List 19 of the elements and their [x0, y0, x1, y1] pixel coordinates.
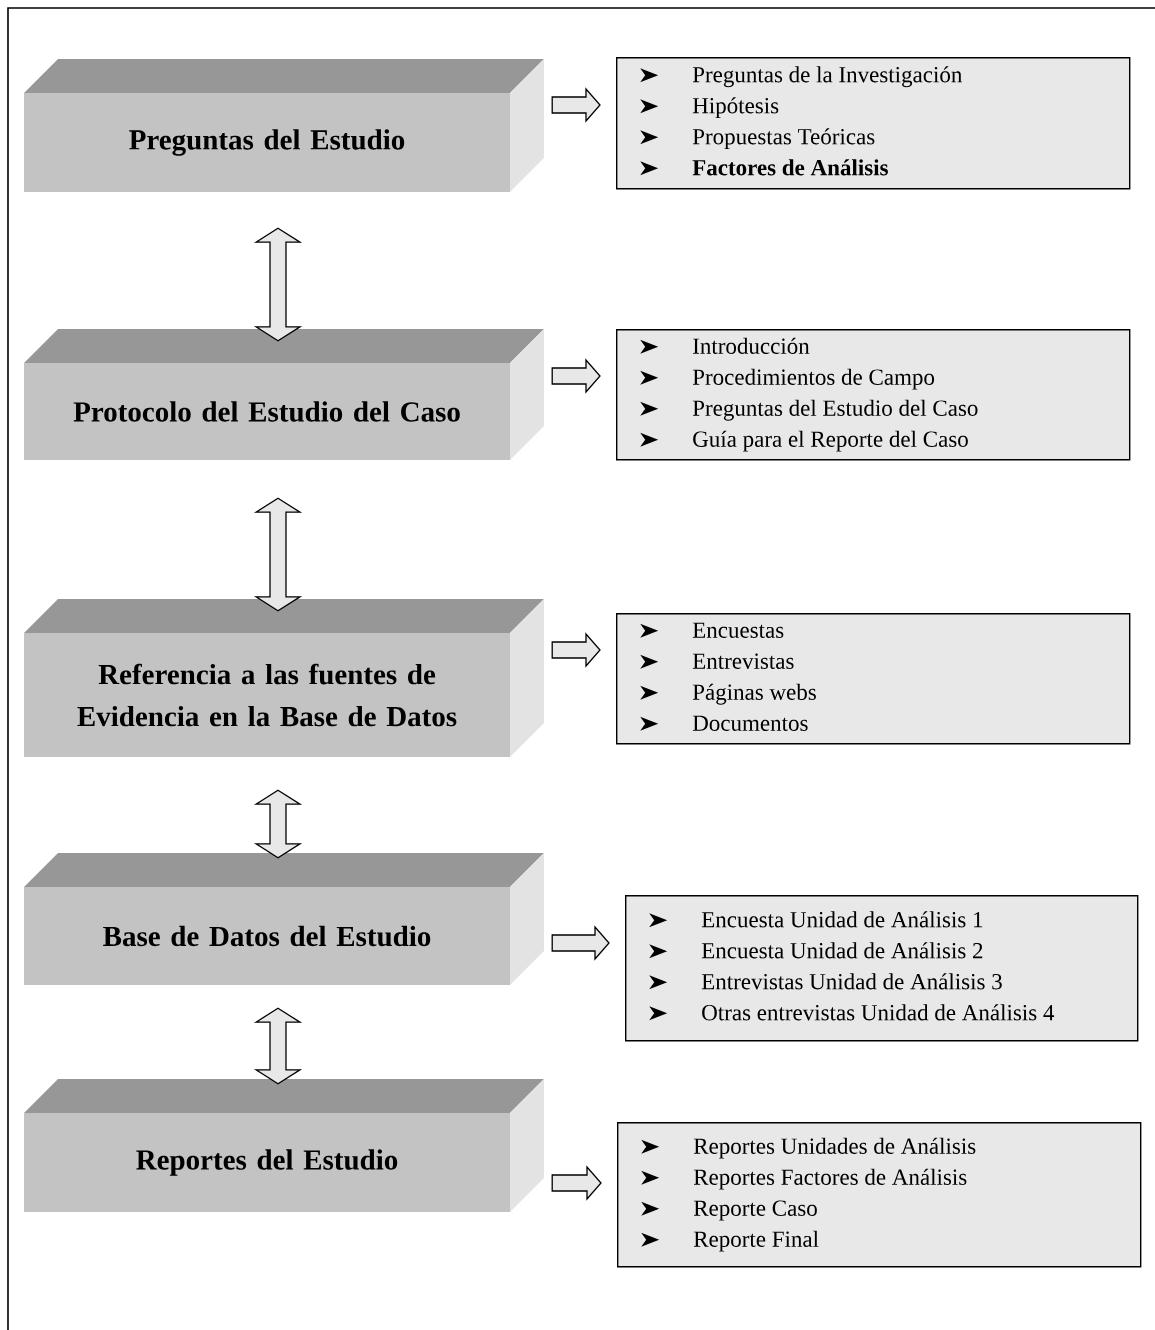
- block: Protocolo del Estudio del Caso: [24, 329, 544, 460]
- block-arrow: [253, 227, 303, 342]
- block-arrow: [551, 1165, 602, 1201]
- list-box: Introducción Procedimientos de Campo Preguntas del Estudio del Caso Guía para el Reporte del Caso: [616, 329, 1131, 461]
- list-box: Preguntas de la Investigación Hipótesis Propuestas Teóricas Factores de Análisis: [616, 57, 1131, 190]
- block: Reportes del Estudio: [24, 1079, 544, 1212]
- block-arrow: [551, 632, 601, 668]
- block: Referencia a las fuentes de Evidencia en la Base de Datos: [24, 599, 544, 757]
- block: Base de Datos del Estudio: [24, 853, 544, 985]
- block: Preguntas del Estudio: [24, 59, 544, 192]
- block-arrow: [551, 925, 610, 961]
- block-arrow: [253, 497, 303, 612]
- block-arrow: [253, 789, 303, 859]
- list-box: Encuestas Entrevistas Páginas webs Documentos: [616, 613, 1131, 745]
- block-arrow: [551, 358, 601, 394]
- list-box: Reportes Unidades de Análisis Reportes Factores de Análisis Reporte Caso Reporte Final: [617, 1122, 1142, 1268]
- block-arrow: [551, 87, 601, 123]
- block-arrow: [253, 1007, 303, 1085]
- list-box: Encuesta Unidad de Análisis 1 Encuesta Unidad de Análisis 2 Entrevistas Unidad de Análisis 3 Otras entrevistas Unidad de Análisis 4: [625, 895, 1139, 1042]
